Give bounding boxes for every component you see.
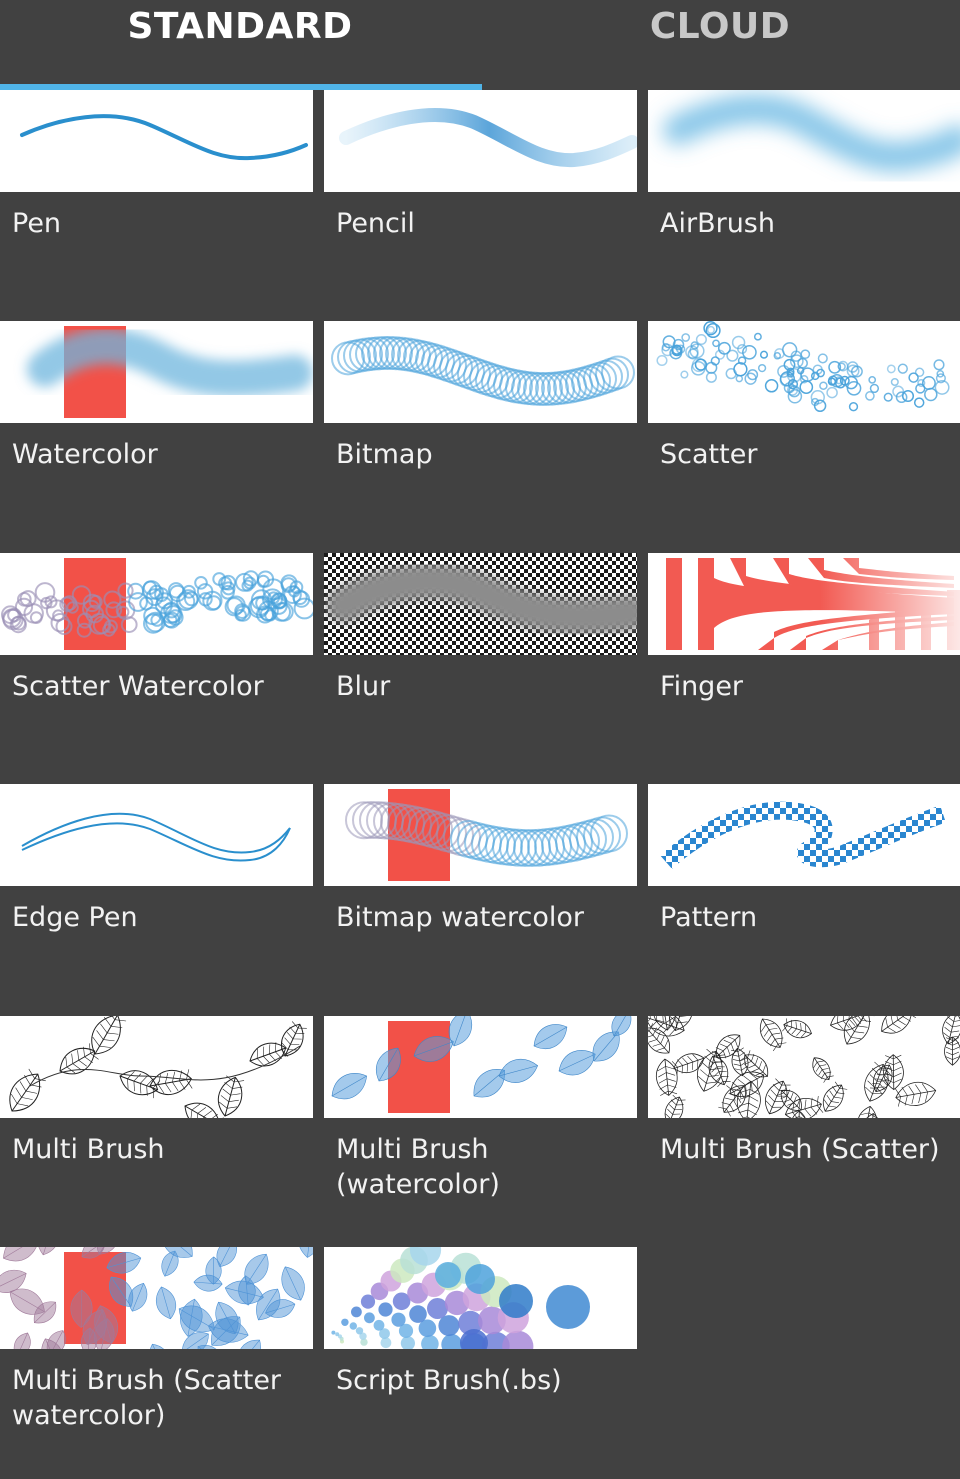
leaf-scatter-watercolor-preview-icon xyxy=(0,1247,313,1349)
brush-name: Edge Pen xyxy=(12,902,138,933)
brush-name: Multi Brush (Scatter watercolor) xyxy=(12,1365,282,1431)
leaf-watercolor-preview-icon xyxy=(324,1016,637,1118)
brush-name: Blur xyxy=(336,671,391,702)
tab-standard[interactable]: STANDARD xyxy=(0,0,480,86)
tab-bar: STANDARD CLOUD xyxy=(0,0,960,90)
bitmap-watercolor-stroke-preview-icon xyxy=(324,784,637,886)
leaf-scatter-preview-icon xyxy=(648,1016,960,1118)
tab-standard-label: STANDARD xyxy=(127,6,353,47)
brush-name: Multi Brush (Scatter) xyxy=(660,1134,940,1165)
brush-item-script-brush[interactable]: Script Brush(.bs) xyxy=(324,1247,637,1479)
blur-stroke-preview-icon xyxy=(324,553,637,655)
brush-item-bitmap[interactable]: Bitmap xyxy=(324,321,637,553)
scatter-watercolor-stroke-preview-icon xyxy=(0,553,313,655)
brush-name: Pen xyxy=(12,208,62,239)
brush-item-watercolor[interactable]: Watercolor xyxy=(0,321,313,553)
bitmap-stroke-preview-icon xyxy=(324,321,637,423)
pencil-stroke-preview-icon xyxy=(324,90,637,192)
edge-pen-stroke-preview-icon xyxy=(0,784,313,886)
brush-item-edge-pen[interactable]: Edge Pen xyxy=(0,784,313,1016)
tab-cloud-label: CLOUD xyxy=(649,6,791,47)
brush-name: Multi Brush xyxy=(12,1134,165,1165)
scatter-stroke-preview-icon xyxy=(648,321,960,423)
brush-name: Script Brush(.bs) xyxy=(336,1365,562,1396)
brush-name: Pattern xyxy=(660,902,758,933)
brush-grid: Pen Pencil AirBrush xyxy=(0,90,960,1440)
brush-item-multi-brush[interactable]: Multi Brush xyxy=(0,1016,313,1248)
brush-name: Watercolor xyxy=(12,439,158,470)
brush-name: Finger xyxy=(660,671,744,702)
brush-item-pencil[interactable]: Pencil xyxy=(324,90,637,322)
brush-item-pattern[interactable]: Pattern xyxy=(648,784,960,1016)
brush-name: Scatter Watercolor xyxy=(12,671,264,702)
script-dots-preview-icon xyxy=(324,1247,637,1349)
brush-name: AirBrush xyxy=(660,208,775,239)
pen-stroke-preview-icon xyxy=(0,90,313,192)
brush-item-multi-brush-scatter-watercolor[interactable]: Multi Brush (Scatter watercolor) xyxy=(0,1247,313,1479)
brush-name: Bitmap watercolor xyxy=(336,902,584,933)
brush-item-bitmap-watercolor[interactable]: Bitmap watercolor xyxy=(324,784,637,1016)
brush-name: Multi Brush (watercolor) xyxy=(336,1134,500,1200)
tab-cloud[interactable]: CLOUD xyxy=(480,0,960,86)
leaf-sketch-preview-icon xyxy=(0,1016,313,1118)
brush-item-airbrush[interactable]: AirBrush xyxy=(648,90,960,322)
pattern-stroke-preview-icon xyxy=(648,784,960,886)
brush-item-finger[interactable]: Finger xyxy=(648,553,960,785)
airbrush-stroke-preview-icon xyxy=(648,90,960,192)
finger-stroke-preview-icon xyxy=(648,553,960,655)
brush-name: Bitmap xyxy=(336,439,433,470)
brush-item-multi-brush-watercolor[interactable]: Multi Brush (watercolor) xyxy=(324,1016,637,1248)
brush-item-blur[interactable]: Blur xyxy=(324,553,637,785)
brush-item-scatter-watercolor[interactable]: Scatter Watercolor xyxy=(0,553,313,785)
brush-name: Scatter xyxy=(660,439,758,470)
active-tab-indicator xyxy=(0,84,482,90)
brush-item-multi-brush-scatter[interactable]: Multi Brush (Scatter) xyxy=(648,1016,960,1248)
brush-item-pen[interactable]: Pen xyxy=(0,90,313,322)
brush-name: Pencil xyxy=(336,208,415,239)
watercolor-stroke-preview-icon xyxy=(0,321,313,423)
brush-item-scatter[interactable]: Scatter xyxy=(648,321,960,553)
